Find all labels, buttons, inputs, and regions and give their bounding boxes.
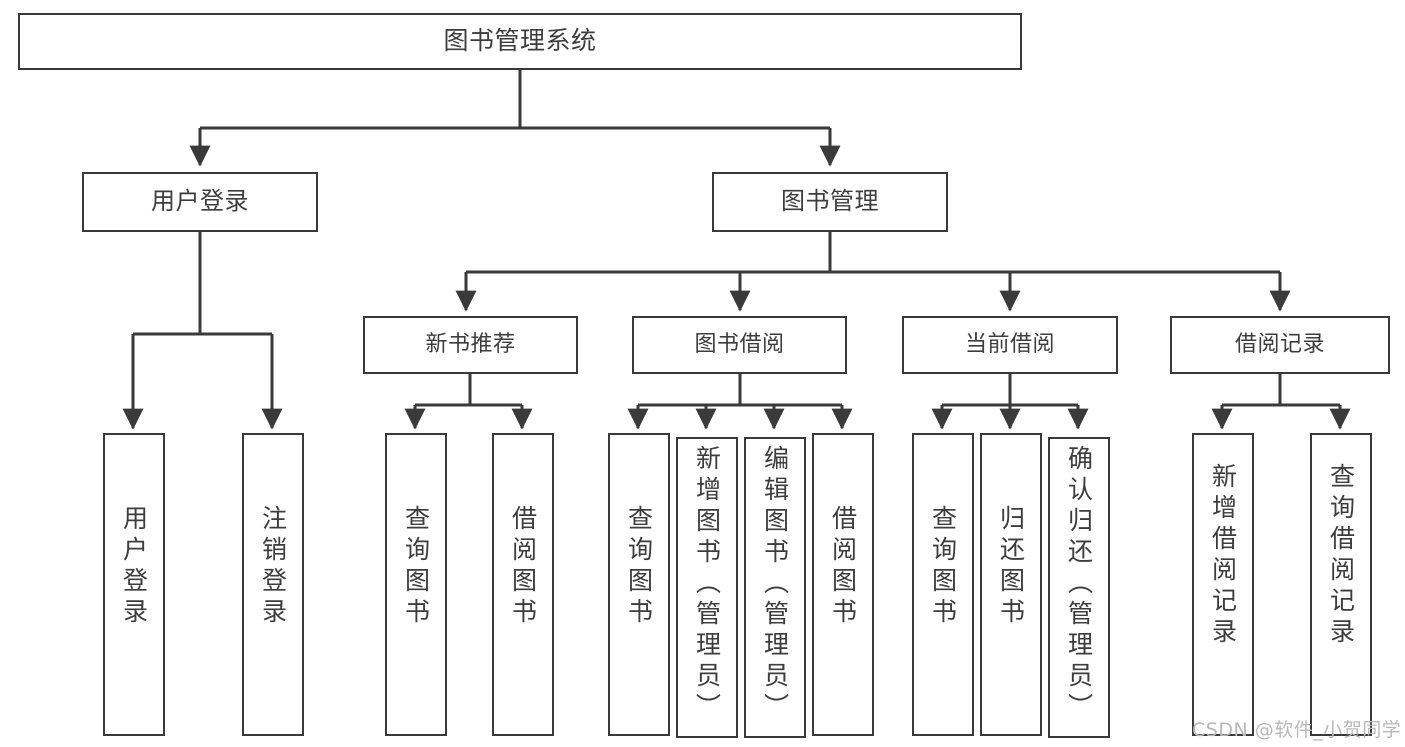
leaf-user-logout-label: 注销登录 [258, 505, 288, 629]
leaf-add-book[interactable]: 新增图书（管理员） [676, 437, 738, 738]
leaf-add-book-label: 新增图书（管理员） [692, 445, 722, 724]
node-root-label: 图书管理系统 [443, 26, 597, 56]
leaf-query-book-1-label: 查询图书 [401, 505, 431, 629]
node-borrow-record[interactable]: 借阅记录 [1170, 316, 1390, 374]
node-user-login[interactable]: 用户登录 [82, 172, 318, 232]
node-current-borrow-label: 当前借阅 [964, 331, 1055, 357]
watermark: CSDN @软件_小贺同学 [1192, 719, 1402, 741]
leaf-query-book-2-label: 查询图书 [624, 505, 654, 629]
leaf-query-book-1[interactable]: 查询图书 [385, 433, 447, 736]
leaf-user-login-label: 用户登录 [119, 505, 149, 629]
node-current-borrow[interactable]: 当前借阅 [902, 316, 1118, 374]
leaf-confirm-return-label: 确认归还（管理员） [1064, 445, 1094, 724]
leaf-borrow-book-1-label: 借阅图书 [508, 505, 538, 629]
leaf-borrow-book-2[interactable]: 借阅图书 [812, 433, 874, 736]
leaf-borrow-book-2-label: 借阅图书 [828, 505, 858, 629]
node-new-book-rec-label: 新书推荐 [425, 331, 516, 357]
leaf-query-record[interactable]: 查询借阅记录 [1310, 433, 1372, 736]
leaf-query-record-label: 查询借阅记录 [1326, 463, 1356, 649]
node-borrow-record-label: 借阅记录 [1234, 331, 1325, 357]
leaf-add-record[interactable]: 新增借阅记录 [1192, 433, 1254, 736]
leaf-query-book-2[interactable]: 查询图书 [608, 433, 670, 736]
leaf-query-book-3-label: 查询图书 [928, 505, 958, 629]
node-book-manage[interactable]: 图书管理 [712, 172, 948, 232]
leaf-query-book-3[interactable]: 查询图书 [912, 433, 974, 736]
leaf-add-record-label: 新增借阅记录 [1208, 463, 1238, 649]
leaf-return-book[interactable]: 归还图书 [980, 433, 1042, 736]
node-new-book-rec[interactable]: 新书推荐 [363, 316, 578, 374]
leaf-borrow-book-1[interactable]: 借阅图书 [492, 433, 554, 736]
leaf-edit-book[interactable]: 编辑图书（管理员） [744, 437, 806, 738]
node-root[interactable]: 图书管理系统 [18, 13, 1022, 70]
node-book-manage-label: 图书管理 [781, 187, 879, 216]
leaf-return-book-label: 归还图书 [996, 505, 1026, 629]
leaf-confirm-return[interactable]: 确认归还（管理员） [1048, 437, 1110, 738]
leaf-user-login[interactable]: 用户登录 [103, 433, 165, 736]
leaf-user-logout[interactable]: 注销登录 [242, 433, 304, 736]
node-user-login-label: 用户登录 [151, 187, 249, 216]
node-book-borrow[interactable]: 图书借阅 [632, 316, 847, 374]
leaf-edit-book-label: 编辑图书（管理员） [760, 445, 790, 724]
node-book-borrow-label: 图书借阅 [694, 331, 785, 357]
